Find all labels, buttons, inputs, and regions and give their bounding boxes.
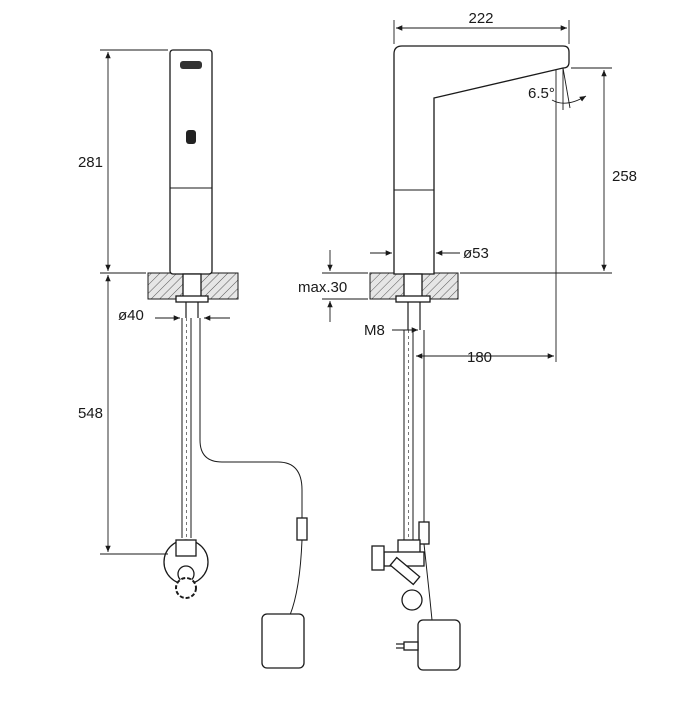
dim-d40-label: ø40 bbox=[118, 307, 144, 324]
side-valve-handle bbox=[371, 545, 385, 571]
sensor-window-icon bbox=[186, 130, 196, 144]
front-faucet-body bbox=[169, 49, 213, 275]
valve-handle-icon bbox=[175, 577, 197, 599]
dim-281-label: 281 bbox=[78, 154, 103, 171]
dim-180-label: 180 bbox=[467, 349, 492, 366]
dim-548-label: 548 bbox=[78, 405, 103, 422]
side-view: 222 6.5° 258 ø53 max.30 M8 180 bbox=[298, 10, 637, 671]
side-faucet-body bbox=[393, 45, 570, 275]
dim-m8-label: M8 bbox=[364, 322, 385, 339]
power-plug-icon bbox=[403, 641, 419, 651]
dim-max30-label: max.30 bbox=[298, 279, 347, 296]
side-nut bbox=[395, 295, 431, 303]
side-filter-cap bbox=[401, 589, 423, 611]
front-cable-lower bbox=[289, 539, 303, 616]
front-nut bbox=[175, 295, 209, 303]
front-cable-connector bbox=[296, 517, 308, 541]
front-cable bbox=[199, 318, 303, 520]
dim-258-label: 258 bbox=[612, 168, 637, 185]
dim-d53-label: ø53 bbox=[463, 245, 489, 262]
side-power-unit bbox=[417, 619, 461, 671]
angle-arc bbox=[551, 95, 587, 104]
side-filter-housing bbox=[389, 556, 421, 586]
front-view: 281 548 ø40 bbox=[78, 49, 308, 669]
side-cable-lower bbox=[423, 543, 433, 621]
angle-spray-ref bbox=[562, 67, 571, 109]
front-valve-nut bbox=[175, 539, 197, 557]
front-power-unit bbox=[261, 613, 305, 669]
dim-angle-label: 6.5° bbox=[528, 85, 555, 102]
dim-222-label: 222 bbox=[468, 10, 493, 27]
brand-logo-icon bbox=[180, 61, 202, 69]
